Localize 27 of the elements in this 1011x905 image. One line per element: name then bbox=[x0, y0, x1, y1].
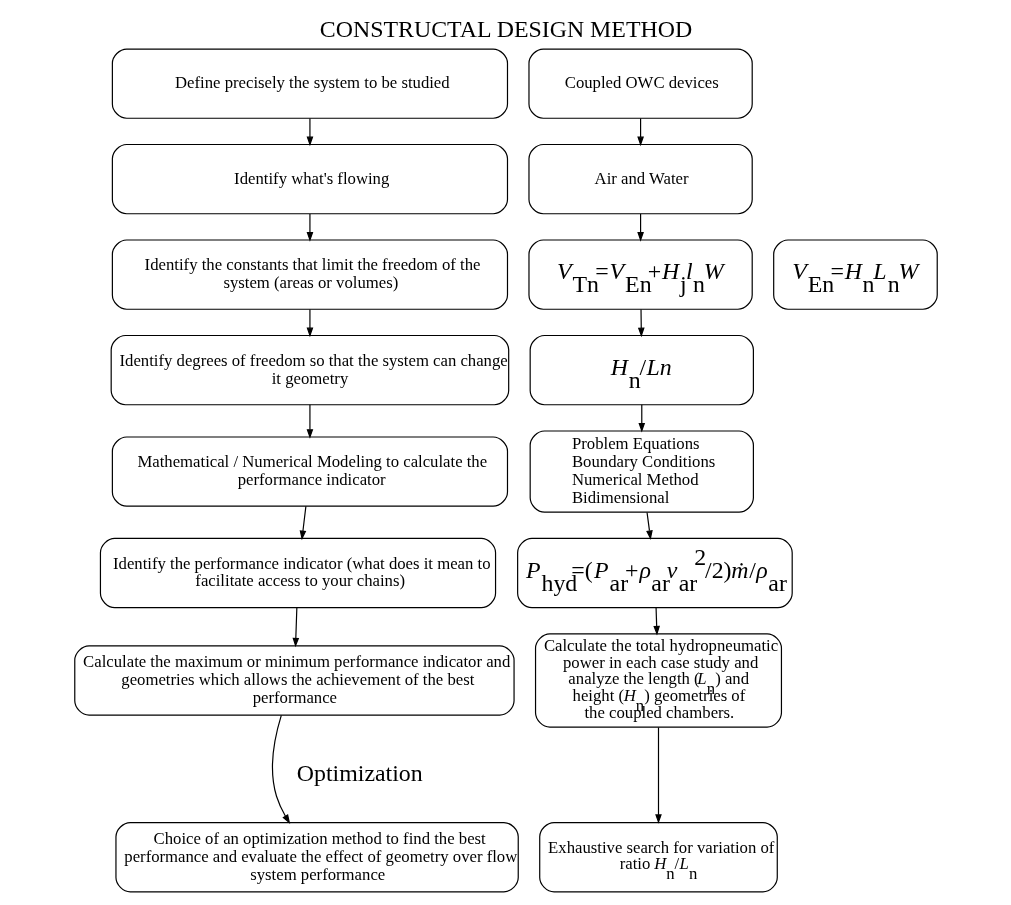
arrow bbox=[645, 511, 653, 540]
node-box: Air and Water bbox=[527, 143, 753, 215]
node-box: Choice of an optimization method to find the best performance and evaluate the effect of geometry over flow system performance bbox=[114, 821, 519, 893]
arrow bbox=[637, 308, 645, 338]
diagram-title: CONSTRUCTAL DESIGN METHOD bbox=[319, 16, 692, 43]
arrow bbox=[306, 404, 313, 439]
node-box: Calculate the maximum or minimum performance indicator and geometries which allows the achievement of the best performance bbox=[73, 645, 515, 716]
node-box: Mathematical / Numerical Modeling to calculate the performance indicator bbox=[111, 436, 508, 507]
arrow bbox=[292, 607, 299, 648]
label: Optimization bbox=[296, 759, 423, 786]
arrow bbox=[306, 213, 313, 242]
arrow bbox=[637, 404, 645, 433]
node-box: Identify the constants that limit the freedom of the system (areas or volumes) bbox=[111, 239, 508, 310]
arrow bbox=[654, 726, 662, 824]
node-box: Identify the performance indicator (what does it mean to facilitate access to your chains) bbox=[99, 537, 496, 609]
arrow bbox=[299, 505, 306, 541]
node-box: Problem Equations Boundary Conditions Numerical Method Bidimensional bbox=[529, 430, 754, 513]
arrow bbox=[652, 607, 660, 636]
arrow bbox=[306, 308, 313, 338]
node-box: Identify what's flowing bbox=[111, 143, 508, 215]
arrow bbox=[636, 213, 644, 242]
arrow bbox=[306, 117, 313, 147]
node-box: Identify degrees of freedom so that the system can change it geometry bbox=[110, 334, 509, 406]
node-box: Define precisely the system to be studied bbox=[111, 48, 508, 119]
node-box: Coupled OWC devices bbox=[527, 48, 753, 119]
arrow bbox=[271, 714, 290, 824]
arrow bbox=[636, 117, 644, 147]
